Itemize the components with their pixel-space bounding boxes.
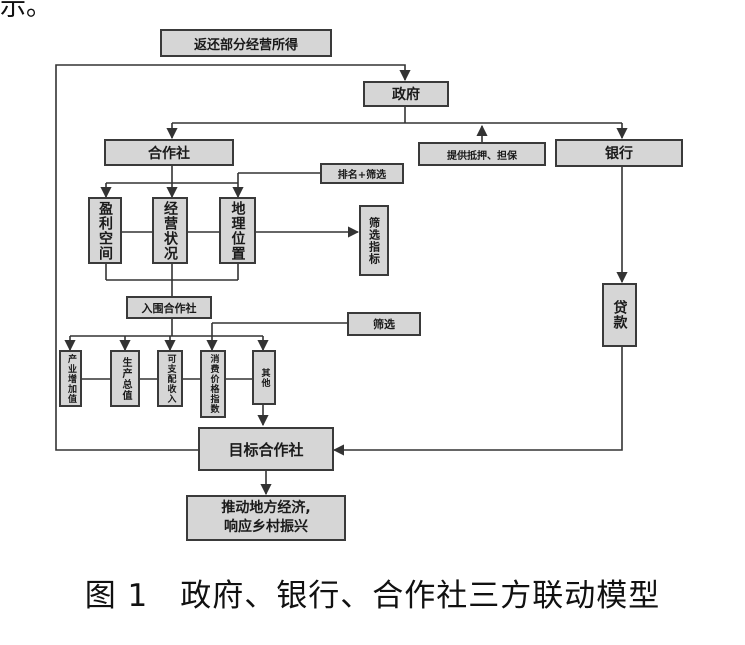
top-text-fragment: 示。 <box>0 0 53 22</box>
total-output-box: 生产总值 <box>110 350 140 407</box>
geo-location-box: 地理位置 <box>219 197 256 264</box>
filter-indicator-label: 筛选指标 <box>367 216 381 265</box>
total-output-label: 生产总值 <box>120 356 131 401</box>
loan-label: 贷款 <box>611 300 628 330</box>
return-profit-label: 返还部分经营所得 <box>193 37 298 53</box>
rank-filter-box: 排名+筛选 <box>320 163 404 184</box>
rank-filter-label: 排名+筛选 <box>337 170 387 181</box>
disposable-income-label: 可支配收入 <box>165 353 176 404</box>
target-coop-label: 目标合作社 <box>228 440 304 459</box>
cpi-box: 消费价格指数 <box>200 350 226 418</box>
operation-status-label: 经营状况 <box>162 200 178 261</box>
industry-value-added-box: 产业增加值 <box>59 350 82 407</box>
outcome-line-2: 响应乡村振兴 <box>224 519 308 535</box>
cooperative-label: 合作社 <box>148 145 190 162</box>
operation-status-box: 经营状况 <box>152 197 188 264</box>
return-profit-box: 返还部分经营所得 <box>160 29 332 57</box>
loan-to-target-arrow <box>332 347 623 456</box>
industry-value-added-label: 产业增加值 <box>66 353 76 404</box>
other-box: 其他 <box>252 350 276 405</box>
cpi-label: 消费价格指数 <box>208 354 219 414</box>
cooperative-box: 合作社 <box>104 139 234 166</box>
profit-space-label: 盈利空间 <box>97 200 113 261</box>
bank-box: 银行 <box>555 139 683 167</box>
filter-indicator-box: 筛选指标 <box>359 205 389 276</box>
figure-caption: 图 1 政府、银行、合作社三方联动模型 <box>84 578 661 614</box>
bank-label: 银行 <box>605 146 633 162</box>
other-label: 其他 <box>259 367 270 388</box>
outcome-box: 推动地方经济, 响应乡村振兴 <box>186 495 346 541</box>
return-profit-loop <box>55 64 411 451</box>
outcome-line-1: 推动地方经济, <box>221 500 311 517</box>
government-box: 政府 <box>363 81 449 107</box>
collateral-box: 提供抵押、担保 <box>418 142 546 166</box>
profit-space-box: 盈利空间 <box>88 197 122 264</box>
shortlisted-label: 入围合作社 <box>141 301 197 315</box>
target-coop-box: 目标合作社 <box>198 427 334 471</box>
collateral-label: 提供抵押、担保 <box>447 150 517 162</box>
loan-box: 贷款 <box>602 283 637 347</box>
government-label: 政府 <box>392 87 420 103</box>
geo-location-label: 地理位置 <box>229 200 246 261</box>
shortlisted-box: 入围合作社 <box>126 296 212 319</box>
filter-box: 筛选 <box>347 312 421 336</box>
disposable-income-box: 可支配收入 <box>157 350 183 407</box>
filter-label: 筛选 <box>373 318 395 331</box>
